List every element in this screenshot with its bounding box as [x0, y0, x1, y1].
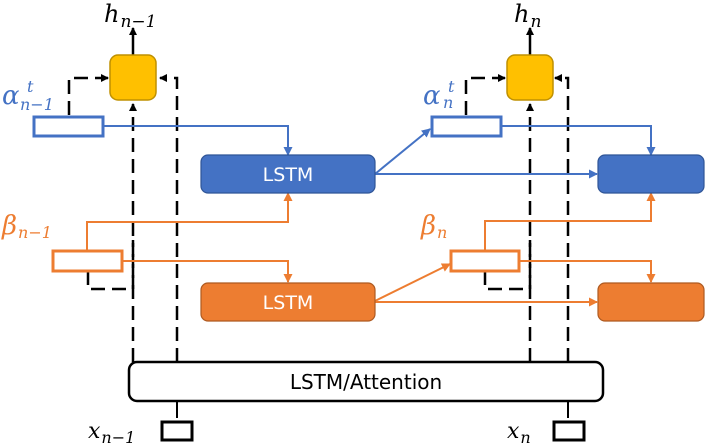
- alpha-curr-to-next-blue: [500, 125, 656, 156]
- h-prev-label: hn−1: [104, 0, 156, 32]
- beta-prev-to-lstm-orange: [122, 260, 293, 283]
- alpha-curr-box: [430, 115, 503, 138]
- beta-prev-label: βn−1: [1, 211, 52, 242]
- orange-connectors: [86, 192, 656, 307]
- input-curr-box: [552, 420, 586, 442]
- gate-curr-box: [506, 54, 554, 101]
- lstm-orange-label: LSTM: [263, 292, 314, 314]
- lstm-blue-to-alpha-curr: [374, 128, 431, 175]
- alpha-curr-label: α: [423, 81, 441, 111]
- lstm-blue-label: LSTM: [263, 164, 314, 186]
- beta-prev-to-lstm-blue: [86, 192, 293, 251]
- dashed-encoder-to-gate-right-prev: [159, 74, 179, 362]
- alpha-prev-label: α: [2, 81, 20, 111]
- alpha-curr-sup: t: [448, 77, 455, 96]
- dashed-alpha-to-gate-prev: [67, 74, 109, 115]
- input-prev-box: [160, 420, 194, 442]
- beta-curr-box: [449, 249, 521, 273]
- beta-curr-to-next-blue: [484, 192, 656, 251]
- beta-prev-box: [51, 249, 124, 273]
- alpha-prev-sup: t: [27, 77, 34, 96]
- x-curr-label: xn: [507, 419, 531, 447]
- alpha-curr-sub: n: [443, 93, 453, 112]
- h-curr-label: hn: [514, 0, 541, 32]
- dashed-beta-bracket-prev: [86, 240, 135, 291]
- dashed-encoder-to-gate-right-curr: [554, 74, 570, 362]
- alpha-prev-to-lstm-blue: [103, 125, 293, 156]
- beta-curr-to-next-orange: [519, 260, 656, 283]
- gate-prev: [109, 27, 157, 101]
- gate-curr: [506, 27, 554, 101]
- lstm-orange-to-beta-curr: [374, 263, 451, 302]
- blue-connectors: [103, 125, 656, 179]
- lstm-blue-next-block: [597, 154, 705, 194]
- beta-curr-label: βn: [420, 211, 447, 242]
- gate-prev-box: [109, 54, 157, 101]
- lstm-orange-next-block: [597, 282, 705, 322]
- lstm-blue-block: LSTM: [200, 154, 376, 194]
- alpha-prev-box: [32, 115, 105, 138]
- alpha-prev-sub: n−1: [20, 95, 54, 114]
- encoder-block: LSTM/Attention: [127, 360, 605, 418]
- encoder-label: LSTM/Attention: [290, 370, 442, 394]
- x-prev-label: xn−1: [88, 419, 135, 447]
- dashed-connectors: [67, 74, 570, 362]
- lstm-orange-block: LSTM: [200, 282, 376, 322]
- dashed-beta-bracket-curr: [483, 240, 532, 291]
- dashed-alpha-to-gate-curr: [464, 74, 506, 115]
